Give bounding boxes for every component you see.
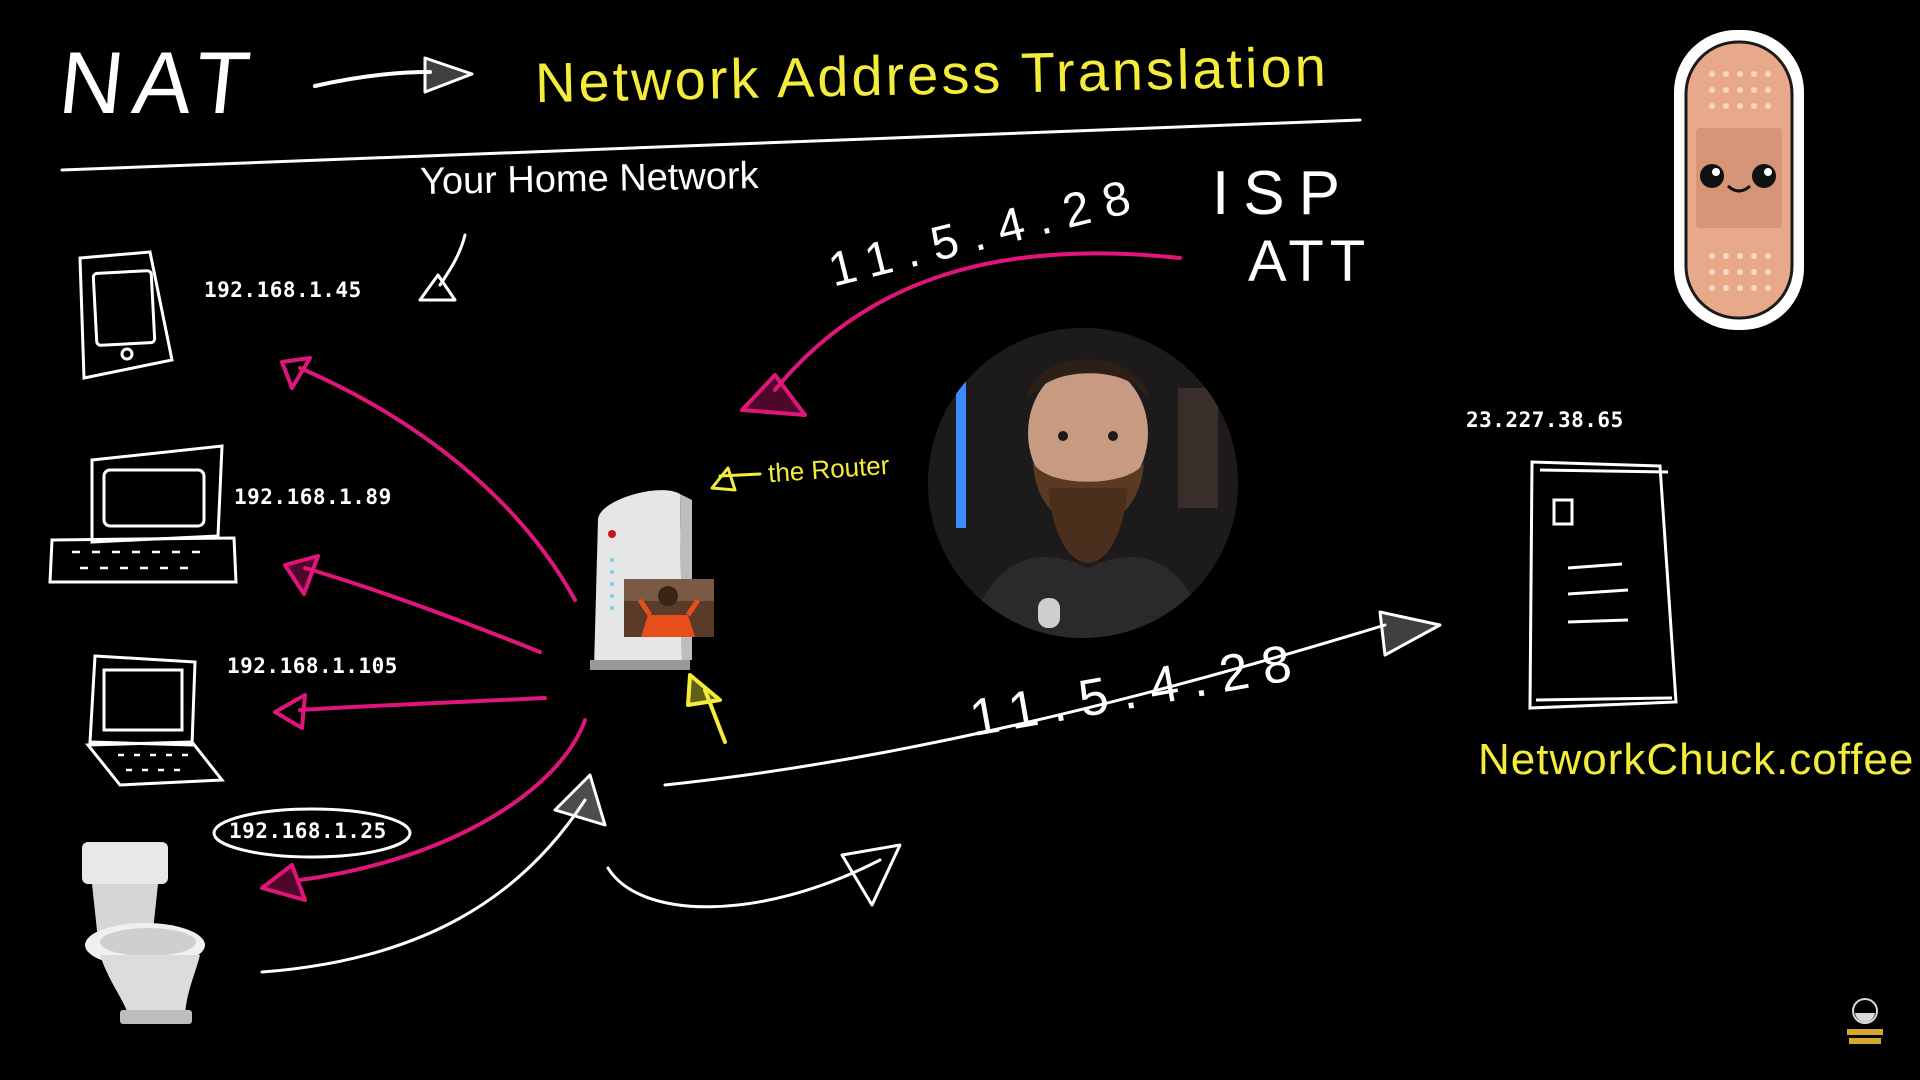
desktop-ip: 192.168.1.89 (234, 485, 392, 509)
router-to-toilet-arrow (298, 718, 587, 882)
router-to-tablet-arrow-head (280, 356, 312, 390)
desktop-icon (48, 444, 238, 584)
home-network-pointer-head (418, 273, 457, 302)
loop-arrow-head (840, 843, 902, 907)
title-underline (60, 118, 1362, 172)
router-label-pointer (718, 472, 762, 478)
router-to-laptop-arrow (298, 696, 547, 712)
presenter-avatar (928, 328, 1238, 638)
router-to-laptop-arrow-head (273, 693, 307, 730)
router-to-internet-arrow-head (1378, 610, 1442, 657)
isp-to-router-arrow (773, 251, 1182, 392)
server-icon (1528, 460, 1678, 710)
router-label-pointer-head (710, 466, 737, 492)
channel-logo-icon (1847, 998, 1883, 1044)
laptop-icon (84, 654, 225, 787)
server-ip: 23.227.38.65 (1466, 408, 1624, 432)
isp-to-router-arrow-head (740, 373, 807, 417)
router-to-desktop-arrow (303, 566, 542, 654)
server-name-label: NetworkChuck.coffee (1478, 735, 1915, 784)
title-acronym: NAT (54, 33, 265, 132)
toilet-icon (82, 842, 205, 1024)
toilet-to-router-arrow (260, 798, 587, 974)
toilet-ip-highlight (212, 807, 412, 859)
router-to-internet-arrow (663, 623, 1387, 787)
toilet-to-router-arrow-head (553, 773, 607, 827)
title-arrow-head (423, 56, 474, 94)
router-to-desktop-arrow-head (283, 554, 320, 596)
router-up-arrow (703, 688, 727, 744)
router-up-arrow-head (686, 673, 722, 707)
laptop-ip: 192.168.1.105 (227, 654, 398, 678)
home-network-label: Your Home Network (419, 155, 759, 203)
bandage-icon (1674, 30, 1804, 330)
toilet-ip: 192.168.1.25 (229, 819, 387, 843)
router-icon (590, 490, 714, 670)
tablet-ip: 192.168.1.45 (204, 278, 362, 302)
title-arrow (313, 70, 432, 88)
router-to-tablet-arrow (298, 366, 577, 602)
loop-arrow (606, 858, 882, 909)
tablet-icon (78, 250, 174, 380)
router-to-toilet-arrow-head (260, 863, 307, 902)
isp-name-label: ATT (1248, 229, 1372, 294)
isp-label: ISP (1212, 159, 1354, 228)
home-network-pointer (438, 233, 467, 287)
